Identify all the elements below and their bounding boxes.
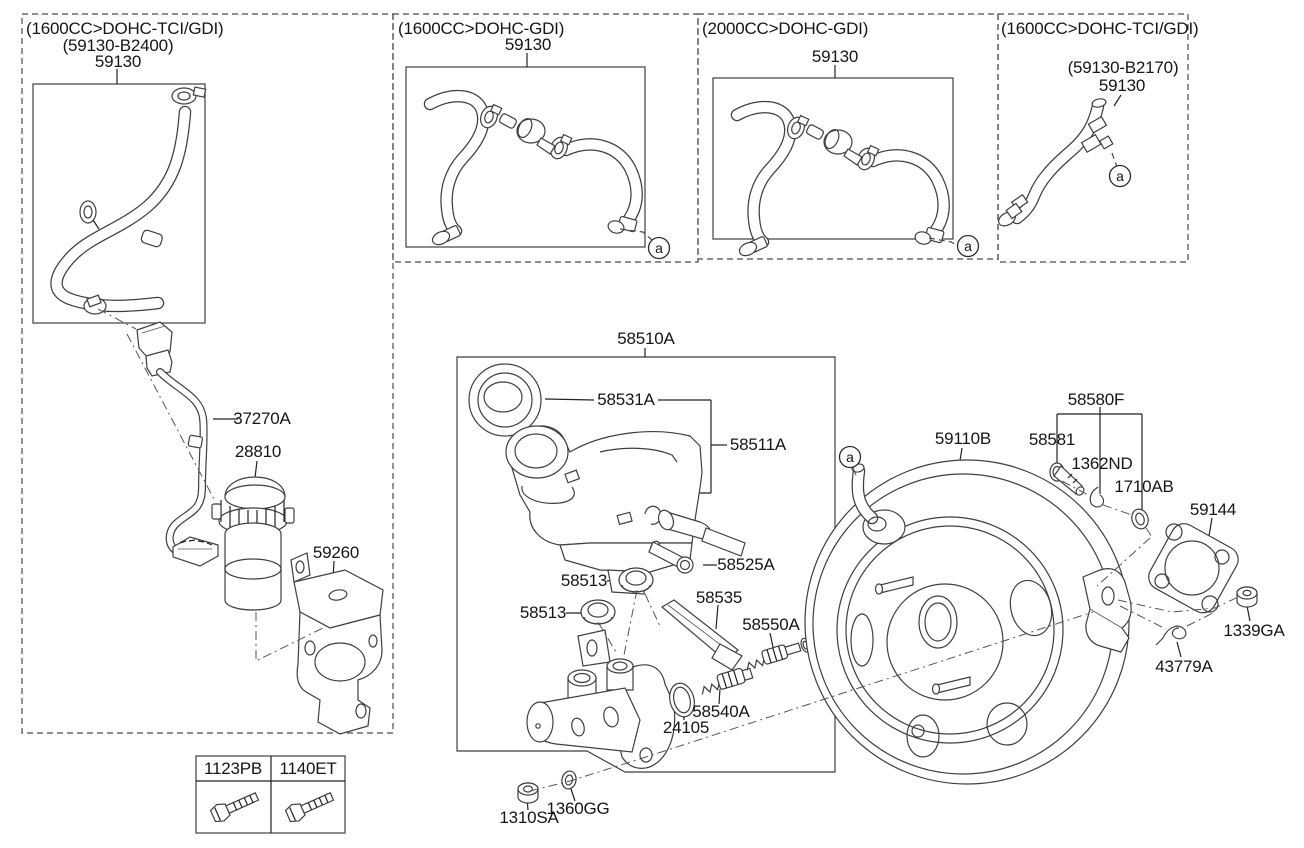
hose-assembly-59130-gdi20 <box>737 107 963 258</box>
callout-58580f: 58580F <box>1067 390 1125 409</box>
variant4-header: (1600CC>DOHC-TCI/GDI) <box>1001 19 1199 38</box>
variant-box-borders <box>21 13 1189 734</box>
phantom-lines <box>97 308 1239 792</box>
callout-1710ab: 1710AB <box>1114 477 1174 496</box>
hose-assembly-59130-tci <box>50 86 207 315</box>
callout-59110b: 59110B <box>934 429 992 448</box>
solid-frames <box>32 66 954 773</box>
variant3-part: 59130 <box>811 47 859 66</box>
callout-24105: 24105 <box>662 718 710 737</box>
master-cylinder-body <box>526 629 676 769</box>
marker-a-box4: a <box>1108 164 1132 188</box>
callout-28810: 28810 <box>234 442 282 461</box>
callout-43779a: 43779A <box>1155 657 1213 676</box>
marker-a-box3-label: a <box>964 238 972 254</box>
fastener-table-frame <box>195 755 346 834</box>
o-ring-24105 <box>669 682 695 718</box>
callout-59144: 59144 <box>1189 500 1237 519</box>
hose-assembly-59130-b2170 <box>998 98 1118 227</box>
reservoir-58511a <box>505 425 746 595</box>
grommet-58513-lower <box>580 599 616 625</box>
marker-a-booster: a <box>838 445 862 469</box>
callout-58511a: 58511A <box>729 435 787 454</box>
washer-1710ab <box>1131 508 1149 530</box>
callout-58550a: 58550A <box>742 615 800 634</box>
nut-1339ga <box>1236 586 1258 608</box>
grommet-58513-upper <box>618 567 654 593</box>
marker-a-box2: a <box>647 236 671 260</box>
callout-58531a: 58531A <box>597 390 655 409</box>
nut-1310sa <box>517 782 539 804</box>
clip-1362nd <box>1089 486 1105 508</box>
callout-58540a: 58540A <box>692 702 750 721</box>
marker-a-box4-label: a <box>1116 168 1124 184</box>
variant1-part: 59130 <box>94 52 142 71</box>
callout-1339ga: 1339GA <box>1223 621 1285 640</box>
bolt-icon-1123pb <box>208 787 262 825</box>
variant3-header: (2000CC>DOHC-GDI) <box>702 19 869 38</box>
piston-58540a <box>701 667 754 695</box>
reservoir-cap-58531a <box>468 363 542 437</box>
callout-58535: 58535 <box>695 588 743 607</box>
variant2-header: (1600CC>DOHC-GDI) <box>398 19 565 38</box>
callout-37270a: 37270A <box>233 409 291 428</box>
vacuum-pump-28810 <box>211 476 295 611</box>
bracket-59260 <box>290 552 384 735</box>
variant2-part: 59130 <box>504 35 552 54</box>
brake-booster-59110b <box>804 459 1132 785</box>
callout-58581: 58581 <box>1028 430 1076 449</box>
callout-1360gg: 1360GG <box>546 799 610 818</box>
hose-assembly-59130-gdi16 <box>430 96 654 247</box>
variant4-part: 59130 <box>1098 76 1146 95</box>
variant1-header: (1600CC>DOHC-TCI/GDI) <box>26 19 224 38</box>
variant1-code: (59130-B2400) <box>62 36 174 55</box>
callout-1362nd: 1362ND <box>1071 454 1133 473</box>
marker-a-box3: a <box>956 234 980 258</box>
callout-58510a: 58510A <box>617 329 675 348</box>
bolt-58581 <box>1049 462 1085 496</box>
bolt-icon-1140et <box>283 787 337 825</box>
callout-1310sa: 1310SA <box>499 808 559 827</box>
callout-58525a: 58525A <box>717 555 775 574</box>
table-header-1140et: 1140ET <box>279 759 337 778</box>
wiring-assembly-37270a <box>136 321 219 567</box>
callout-58513-lower: 58513 <box>519 603 567 622</box>
piston-58550a <box>746 637 811 671</box>
callout-59260: 59260 <box>312 543 360 562</box>
marker-a-booster-label: a <box>846 449 854 465</box>
washer-1360gg <box>561 770 577 790</box>
table-header-1123pb: 1123PB <box>203 759 263 778</box>
bolt-58525a <box>648 540 694 574</box>
gasket-59144 <box>1148 523 1239 614</box>
marker-a-box2-label: a <box>655 240 663 256</box>
variant4-code: (59130-B2170) <box>1067 58 1179 77</box>
callout-58513-upper: 58513 <box>560 571 608 590</box>
clip-43779a <box>1155 625 1187 646</box>
tube-58535 <box>660 599 743 671</box>
